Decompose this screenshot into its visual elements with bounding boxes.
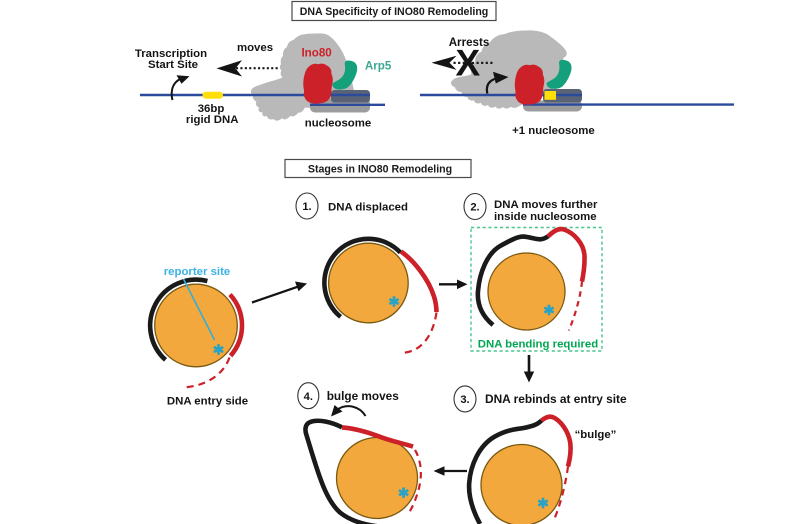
svg-text:3.: 3. [460, 394, 469, 406]
svg-text:2.: 2. [470, 202, 479, 214]
svg-text:36bp: 36bp [198, 103, 225, 115]
svg-text:Stages in INO80 Remodeling: Stages in INO80 Remodeling [308, 164, 452, 176]
svg-text:Arrests: Arrests [449, 36, 490, 49]
svg-text:4.: 4. [304, 391, 313, 403]
svg-text:DNA moves further: DNA moves further [494, 199, 598, 211]
svg-text:inside nucleosome: inside nucleosome [494, 211, 597, 223]
svg-text:+1 nucleosome: +1 nucleosome [512, 125, 595, 137]
svg-text:Transcription: Transcription [135, 48, 207, 60]
svg-text:X: X [455, 43, 480, 84]
svg-text:Start Site: Start Site [148, 59, 198, 71]
svg-text:DNA bending required: DNA bending required [478, 339, 598, 351]
svg-text:DNA Specificity of INO80 Remod: DNA Specificity of INO80 Remodeling [300, 6, 489, 18]
svg-text:1.: 1. [302, 201, 311, 213]
svg-text:Arp5: Arp5 [365, 59, 392, 72]
svg-text:nucleosome: nucleosome [305, 118, 371, 130]
svg-text:DNA rebinds at entry site: DNA rebinds at entry site [485, 392, 627, 406]
svg-text:bulge moves: bulge moves [327, 389, 400, 403]
svg-text:Ino80: Ino80 [301, 46, 331, 59]
svg-text:DNA entry side: DNA entry side [167, 396, 248, 408]
svg-text:moves: moves [237, 42, 273, 54]
svg-text:DNA displaced: DNA displaced [328, 201, 408, 213]
svg-text:reporter site: reporter site [164, 266, 230, 278]
svg-text:“bulge”: “bulge” [575, 429, 617, 441]
svg-text:rigid DNA: rigid DNA [186, 114, 239, 126]
